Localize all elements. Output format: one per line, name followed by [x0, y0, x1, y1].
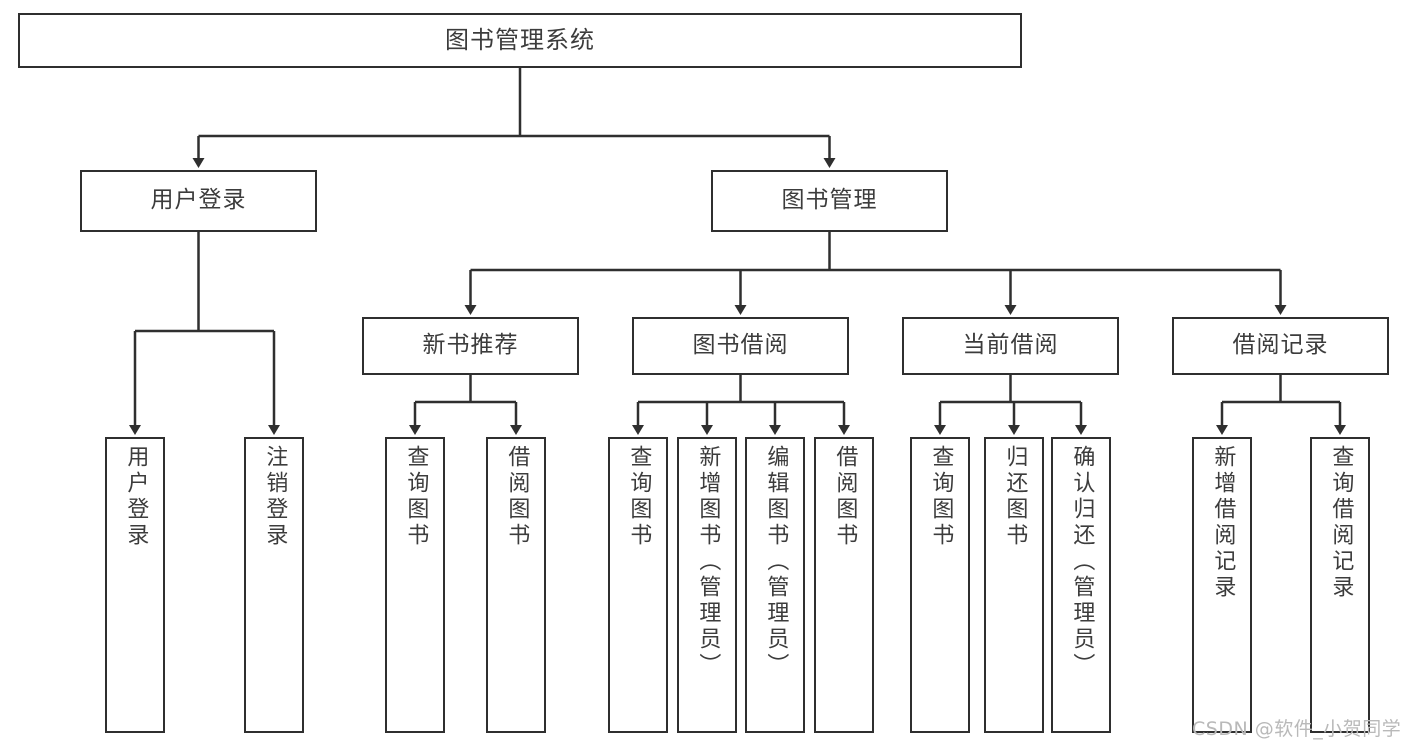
- node-label: 确认归还（管理员）: [1069, 445, 1095, 679]
- node-leaf-user-logout[interactable]: 注销登录: [244, 437, 304, 733]
- node-leaf-cb-return[interactable]: 归还图书: [984, 437, 1044, 733]
- node-leaf-bb-borrow[interactable]: 借阅图书: [814, 437, 874, 733]
- node-leaf-rec-borrow[interactable]: 借阅图书: [486, 437, 546, 733]
- node-label: 查询图书: [626, 445, 652, 549]
- node-label: 用户登录: [123, 445, 149, 549]
- node-label: 归还图书: [1002, 445, 1028, 549]
- node-label: 查询图书: [403, 445, 429, 549]
- node-current-borrow[interactable]: 当前借阅: [902, 317, 1119, 375]
- node-label: 新增图书（管理员）: [695, 445, 721, 679]
- node-label: 编辑图书（管理员）: [763, 445, 789, 679]
- node-leaf-bb-query[interactable]: 查询图书: [608, 437, 668, 733]
- node-label: 借阅图书: [504, 445, 530, 549]
- node-leaf-br-query[interactable]: 查询借阅记录: [1310, 437, 1370, 733]
- node-label: 图书借阅: [692, 332, 789, 359]
- node-leaf-cb-query[interactable]: 查询图书: [910, 437, 970, 733]
- node-label: 借阅图书: [832, 445, 858, 549]
- node-leaf-cb-confirm[interactable]: 确认归还（管理员）: [1051, 437, 1111, 733]
- node-leaf-bb-edit[interactable]: 编辑图书（管理员）: [745, 437, 805, 733]
- node-borrow-record[interactable]: 借阅记录: [1172, 317, 1389, 375]
- node-label: 查询图书: [928, 445, 954, 549]
- node-label: 新增借阅记录: [1210, 445, 1236, 601]
- node-book-manage[interactable]: 图书管理: [711, 170, 948, 232]
- node-label: 借阅记录: [1232, 332, 1329, 359]
- watermark-text: CSDN @软件_小贺同学: [1192, 718, 1402, 740]
- node-leaf-rec-query[interactable]: 查询图书: [385, 437, 445, 733]
- node-root[interactable]: 图书管理系统: [18, 13, 1022, 68]
- node-label: 图书管理: [781, 187, 878, 214]
- node-label: 新书推荐: [422, 332, 519, 359]
- node-new-book-rec[interactable]: 新书推荐: [362, 317, 579, 375]
- node-label: 注销登录: [262, 445, 288, 549]
- node-label: 图书管理系统: [445, 26, 595, 55]
- node-label: 查询借阅记录: [1328, 445, 1354, 601]
- node-book-borrow[interactable]: 图书借阅: [632, 317, 849, 375]
- node-leaf-user-login[interactable]: 用户登录: [105, 437, 165, 733]
- node-label: 当前借阅: [962, 332, 1059, 359]
- node-label: 用户登录: [150, 187, 247, 214]
- node-leaf-bb-add[interactable]: 新增图书（管理员）: [677, 437, 737, 733]
- node-user-login[interactable]: 用户登录: [80, 170, 317, 232]
- node-leaf-br-add[interactable]: 新增借阅记录: [1192, 437, 1252, 733]
